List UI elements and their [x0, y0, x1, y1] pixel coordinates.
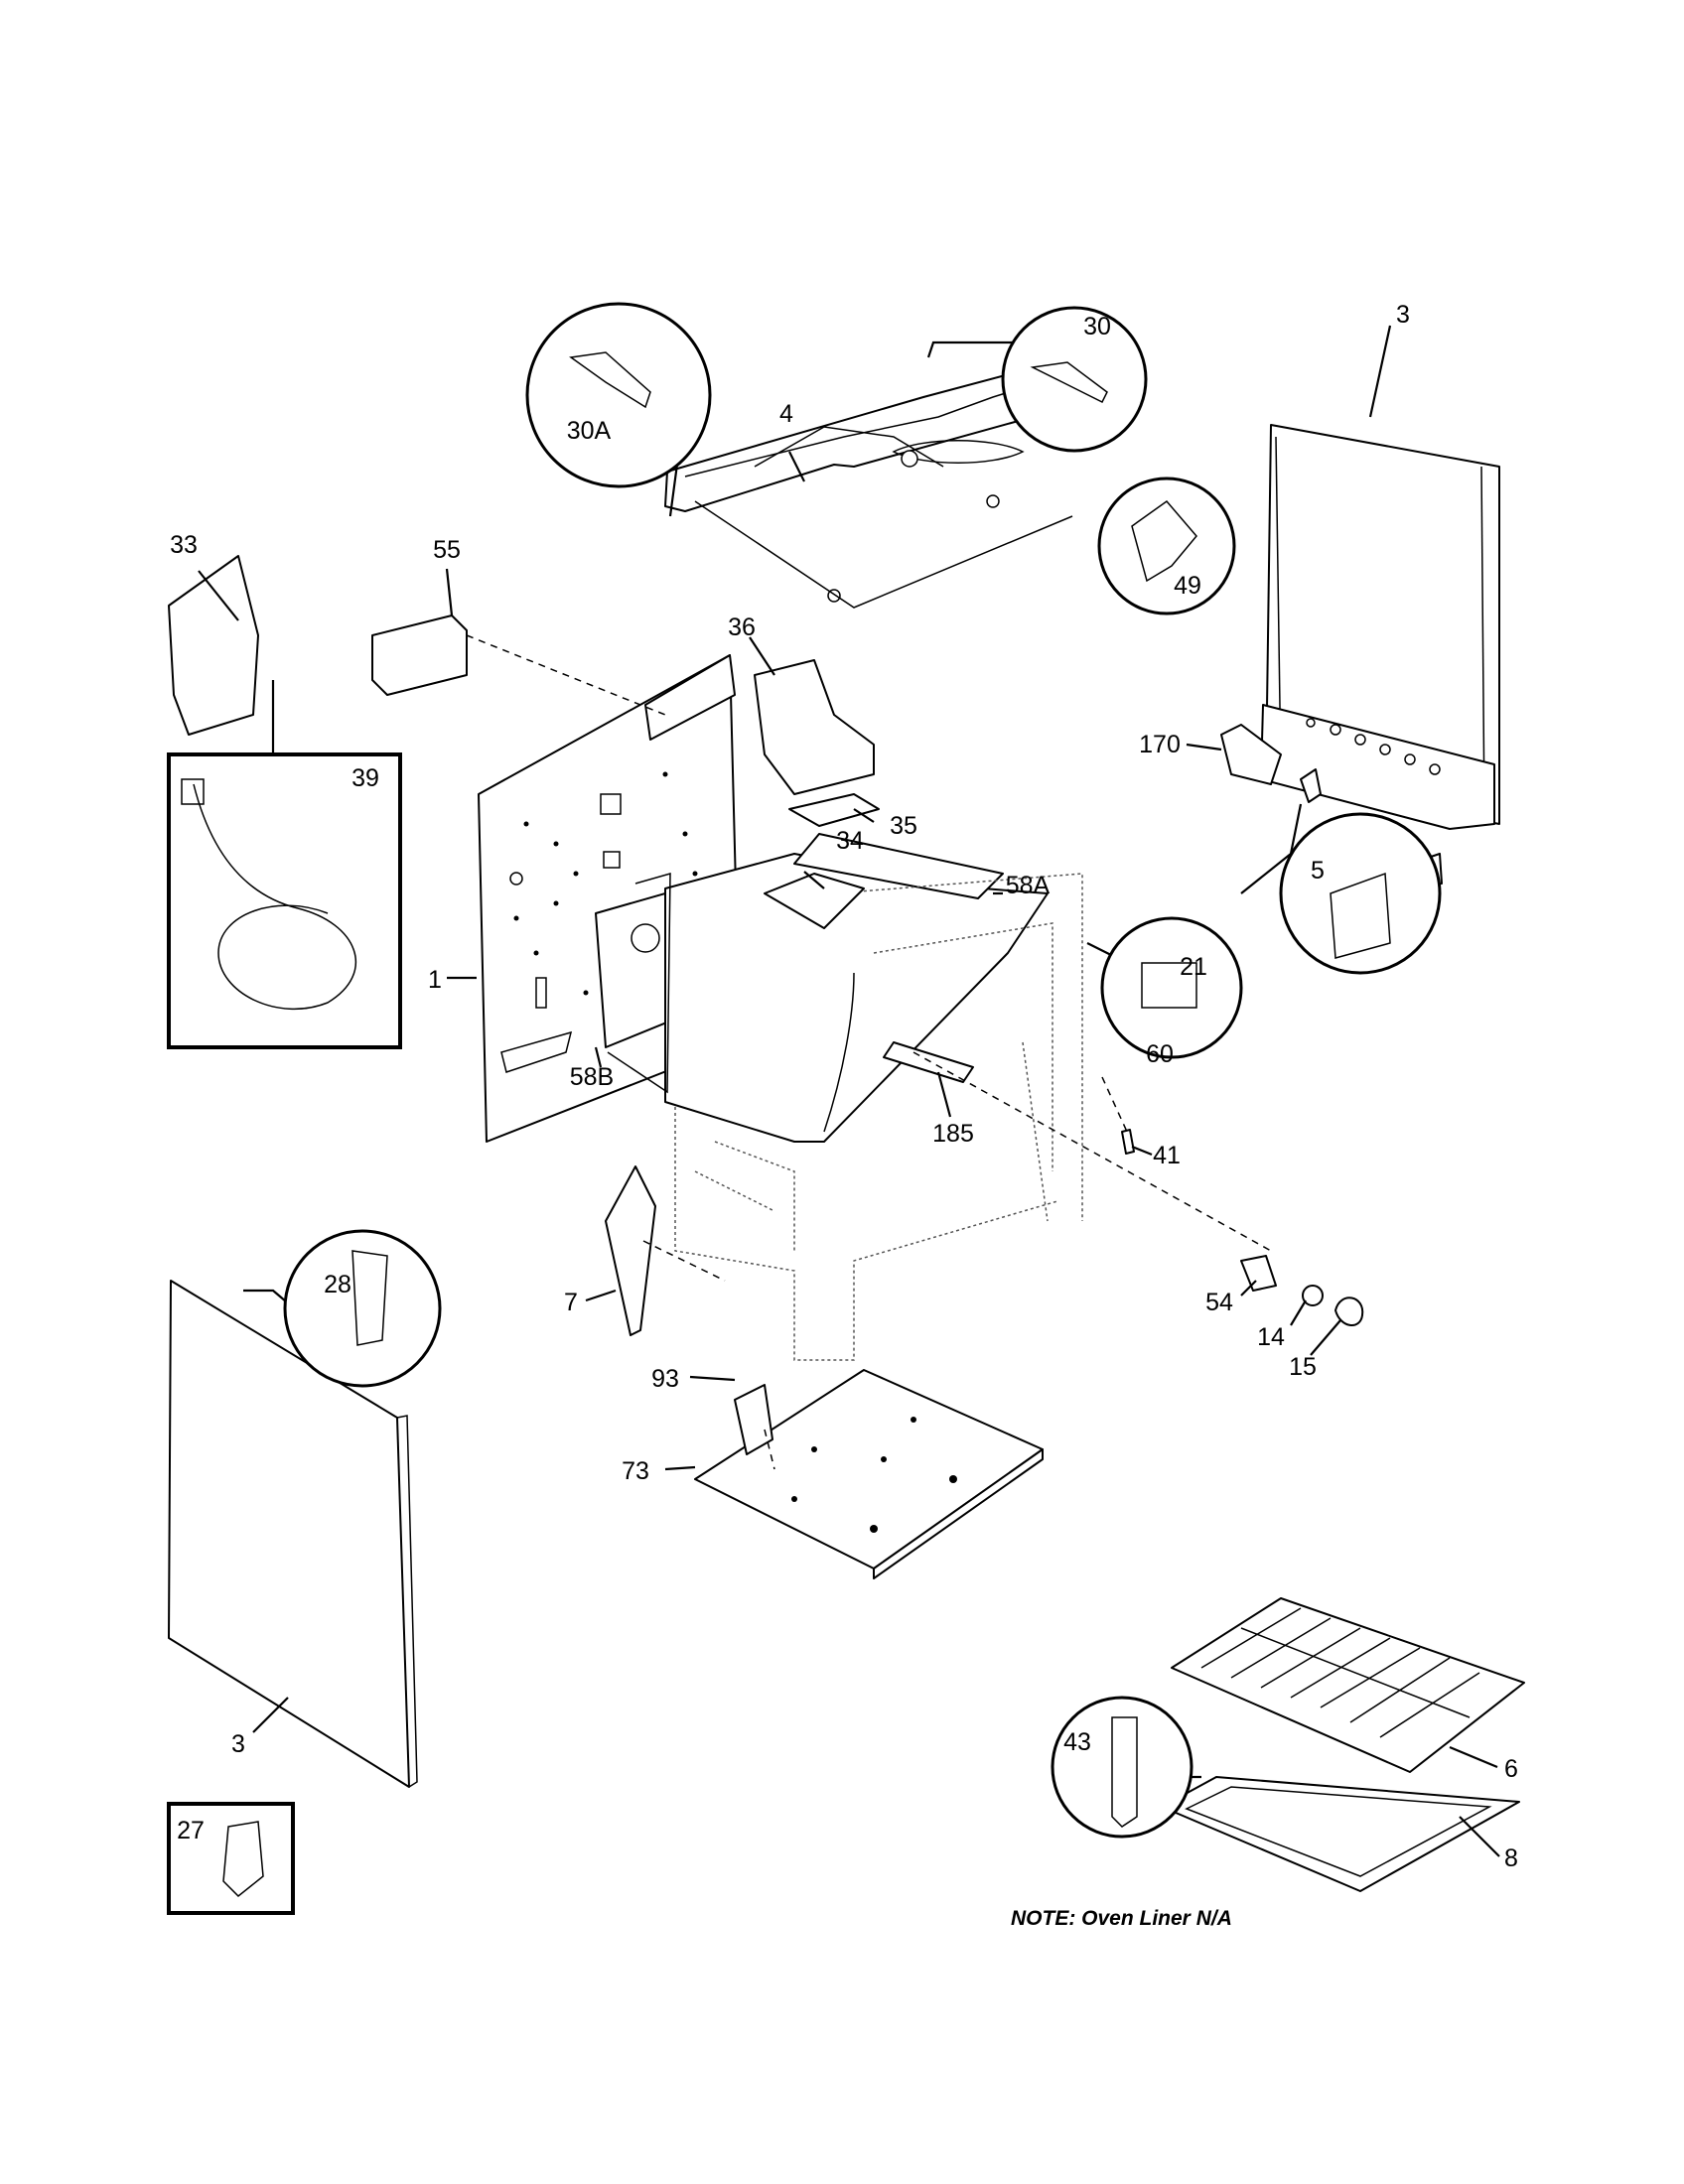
bubble-43 — [1051, 1696, 1193, 1839]
bottom-panel-73 — [694, 1369, 1044, 1579]
label-58a: 58A — [1006, 872, 1051, 899]
bubble-49 — [1097, 477, 1236, 615]
label-41: 41 — [1153, 1142, 1181, 1169]
insulation-58 — [595, 833, 1049, 1143]
inset-box-39 — [167, 752, 402, 1049]
bubble-30a — [525, 302, 712, 488]
label-7: 7 — [564, 1289, 578, 1316]
label-34: 34 — [836, 827, 864, 855]
label-8: 8 — [1504, 1844, 1518, 1872]
part-93-shape — [734, 1384, 773, 1455]
part-185-shape — [883, 1041, 974, 1083]
bubble-28 — [283, 1229, 442, 1388]
part-33-shape — [168, 555, 259, 736]
bubble-5 — [1279, 812, 1442, 975]
inset-box-27 — [167, 1802, 295, 1915]
side-panel-right-3 — [1260, 424, 1500, 830]
label-3-right: 3 — [1396, 301, 1410, 329]
label-4: 4 — [779, 400, 793, 428]
label-39: 39 — [351, 764, 379, 792]
label-6: 6 — [1504, 1755, 1518, 1783]
part-7-shape — [605, 1165, 656, 1336]
label-3-left: 3 — [231, 1730, 245, 1758]
small-parts — [168, 555, 1443, 1455]
label-58b: 58B — [570, 1063, 614, 1091]
label-185: 185 — [932, 1120, 974, 1148]
part-54-shape — [1240, 1255, 1277, 1292]
part-170-shape — [1220, 724, 1282, 785]
label-28: 28 — [324, 1271, 351, 1298]
label-73: 73 — [622, 1457, 649, 1485]
oven-rack-6 — [1171, 1597, 1525, 1773]
part-55-shape — [371, 614, 468, 696]
label-14: 14 — [1257, 1323, 1285, 1351]
part-labels: 3 30A 30 4 33 55 49 36 39 170 35 34 5 58… — [170, 301, 1518, 1872]
label-30a: 30A — [567, 417, 612, 445]
broiler-pan-8 — [1161, 1776, 1520, 1892]
part-14-shape — [1302, 1285, 1324, 1306]
label-1: 1 — [428, 966, 442, 994]
label-30: 30 — [1083, 313, 1111, 341]
part-screw-a — [1300, 768, 1322, 803]
label-27: 27 — [177, 1817, 205, 1844]
part-34-shape — [764, 873, 865, 929]
inset-boxes — [167, 752, 402, 1915]
label-93: 93 — [651, 1365, 679, 1393]
bubble-21 — [1100, 916, 1243, 1059]
label-5: 5 — [1311, 857, 1325, 885]
detail-bubbles — [283, 302, 1442, 1839]
part-35-shape — [788, 793, 880, 827]
label-43: 43 — [1063, 1728, 1091, 1756]
label-54: 54 — [1205, 1289, 1233, 1316]
label-35: 35 — [890, 812, 917, 840]
label-15: 15 — [1289, 1353, 1317, 1381]
part-15-shape — [1334, 1297, 1364, 1326]
label-60: 60 — [1146, 1040, 1174, 1068]
part-36-shape — [754, 659, 875, 795]
alignment-lines — [466, 634, 1272, 1470]
label-36: 36 — [728, 614, 756, 641]
label-55: 55 — [433, 536, 461, 564]
label-170: 170 — [1139, 731, 1181, 758]
label-21: 21 — [1180, 953, 1207, 981]
oven-liner-note: NOTE: Oven Liner N/A — [1011, 1907, 1232, 1930]
oven-frame — [674, 873, 1083, 1361]
bubble-30 — [1001, 306, 1148, 453]
label-49: 49 — [1174, 572, 1201, 600]
part-41-shape — [1121, 1129, 1135, 1155]
label-33: 33 — [170, 531, 198, 559]
